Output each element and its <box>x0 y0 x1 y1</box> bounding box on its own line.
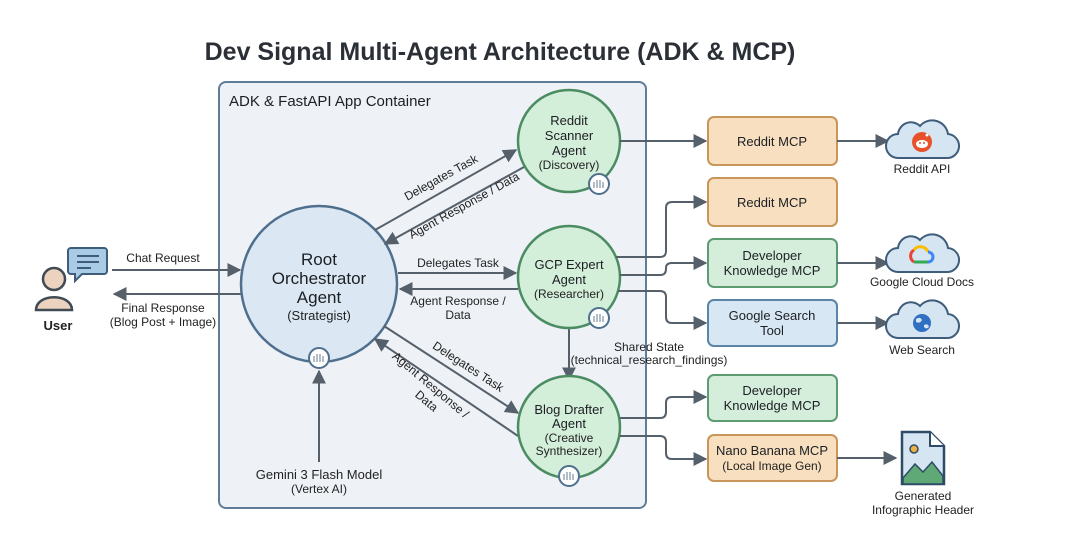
container-label: ADK & FastAPI App Container <box>229 93 431 110</box>
web-search-label: Web Search <box>889 343 955 357</box>
google-cloud-docs-label: Google Cloud Docs <box>870 275 974 289</box>
gcp-expert-agent[interactable] <box>516 224 622 330</box>
gcp-to-devknow-arrow <box>620 256 708 276</box>
blog-agent-line1: Blog Drafter <box>534 402 604 417</box>
root-agent-line2: Orchestrator <box>272 269 367 288</box>
diagram-title: Dev Signal Multi-Agent Architecture (ADK… <box>205 38 796 66</box>
gcp-to-reddit-mcp-arrow <box>616 195 708 258</box>
chat-request-label: Chat Request <box>126 251 200 265</box>
devknow-2-line1: Developer <box>742 383 802 398</box>
reddit-agent-line3: Agent <box>552 143 586 158</box>
reddit-agent-role: (Discovery) <box>539 158 600 172</box>
delegate-gcp-label: Delegates Task <box>417 256 500 270</box>
root-agent-line1: Root <box>301 250 337 269</box>
delegate-reddit-arrow <box>374 149 518 231</box>
devknow-1-line2: Knowledge MCP <box>724 263 821 278</box>
web-search-cloud-icon <box>885 299 960 340</box>
infographic-label-2: Infographic Header <box>872 503 974 517</box>
response-blog-arrow <box>373 338 519 437</box>
user-label: User <box>44 318 73 333</box>
model-name: Gemini 3 Flash Model <box>256 467 383 482</box>
blog-agent-role2: Synthesizer) <box>536 444 603 458</box>
nano-line1: Nano Banana MCP <box>716 443 828 458</box>
blog-to-nano-arrow <box>620 435 708 466</box>
search-line1: Google Search <box>729 308 816 323</box>
reddit-mcp-box-2[interactable] <box>707 177 838 227</box>
gcp-agent-line2: Agent <box>552 272 586 287</box>
blog-to-devknow-arrow <box>620 390 708 419</box>
adk-badge-icon <box>588 307 610 329</box>
reddit-mcp-label-1: Reddit MCP <box>737 134 807 149</box>
adk-badge-icon <box>588 173 610 195</box>
devknow-2-line2: Knowledge MCP <box>724 398 821 413</box>
adk-badge-icon <box>558 465 580 487</box>
delegate-blog-arrow <box>383 325 520 414</box>
root-agent-role: (Strategist) <box>287 308 351 323</box>
reddit-cloud-icon <box>885 119 960 160</box>
nano-line2: (Local Image Gen) <box>722 459 821 473</box>
blog-agent-line2: Agent <box>552 416 586 431</box>
shared-state-label-2: (technical_research_findings) <box>571 353 728 367</box>
image-file-icon <box>900 430 946 486</box>
model-provider: (Vertex AI) <box>291 482 347 496</box>
gcp-agent-role: (Researcher) <box>534 287 604 301</box>
google-cloud-icon <box>885 233 960 274</box>
search-line2: Tool <box>760 323 784 338</box>
infographic-label-1: Generated <box>895 489 952 503</box>
gcp-to-search-arrow <box>618 290 708 330</box>
reddit-agent-line1: Reddit <box>550 113 588 128</box>
response-reddit-arrow <box>383 166 525 245</box>
gcp-agent-line1: GCP Expert <box>534 257 604 272</box>
root-agent-line3: Agent <box>297 288 342 307</box>
final-response-label-2: (Blog Post + Image) <box>110 315 216 329</box>
devknow-1-line1: Developer <box>742 248 802 263</box>
adk-badge-icon <box>308 347 330 369</box>
chat-bubble-icon <box>67 247 108 284</box>
response-gcp-label-1: Agent Response / <box>410 294 506 308</box>
reddit-agent-line2: Scanner <box>545 128 594 143</box>
shared-state-label-1: Shared State <box>614 340 684 354</box>
reddit-mcp-label-2: Reddit MCP <box>737 195 807 210</box>
final-response-label-1: Final Response <box>121 301 205 315</box>
blog-agent-role1: (Creative <box>545 431 594 445</box>
response-gcp-label-2: Data <box>445 308 471 322</box>
nano-banana-mcp-box[interactable] <box>707 434 838 482</box>
developer-knowledge-mcp-box-2[interactable] <box>707 374 838 422</box>
user-icon <box>34 266 74 312</box>
reddit-api-label: Reddit API <box>894 162 951 176</box>
